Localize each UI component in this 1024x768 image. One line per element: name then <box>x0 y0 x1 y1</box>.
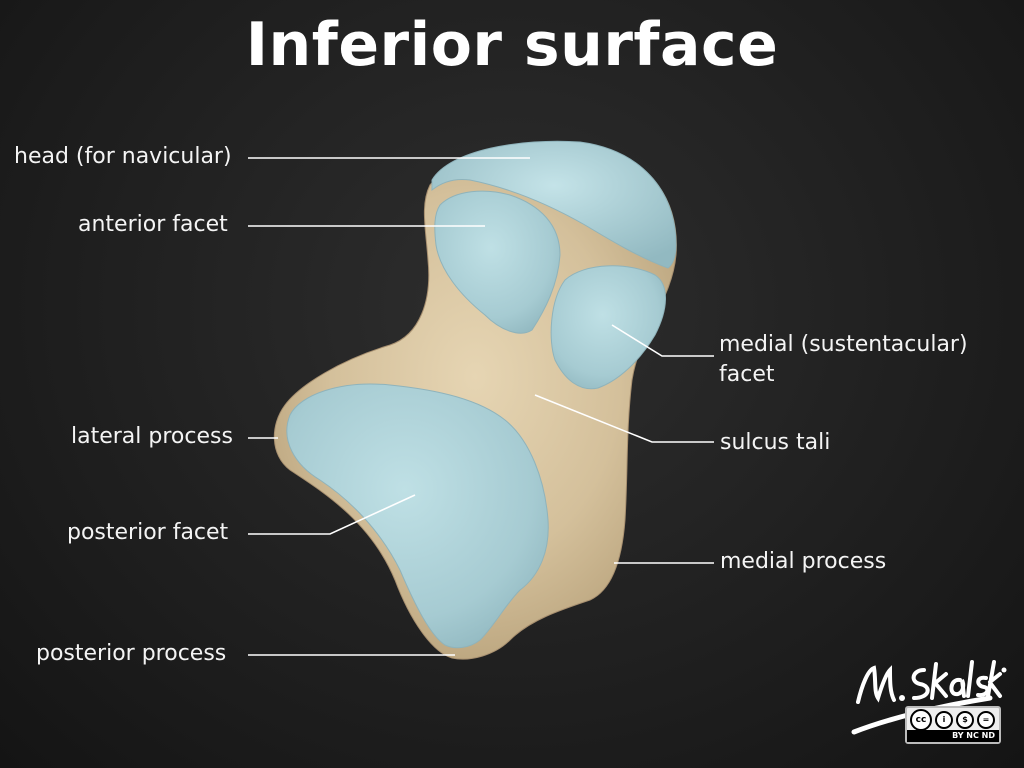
license-text: BY NC ND <box>907 730 999 742</box>
posterior-facet-cartilage <box>286 383 549 649</box>
by-icon: i <box>935 711 953 729</box>
label-medial-facet-line2: facet <box>719 362 775 387</box>
label-head: head (for navicular) <box>14 144 232 169</box>
head-cartilage <box>431 140 677 269</box>
label-medial-process: medial process <box>720 549 887 574</box>
leader-lines <box>248 157 714 656</box>
page-title: Inferior surface <box>245 10 779 80</box>
label-anterior-facet: anterior facet <box>78 212 228 237</box>
leader-medial-facet <box>611 324 714 357</box>
label-medial-facet-line1: medial (sustentacular) <box>719 332 968 357</box>
label-lateral-process: lateral process <box>71 424 233 449</box>
leader-posterior-facet <box>248 494 416 535</box>
license-badge: cc i $ = BY NC ND <box>905 706 1001 744</box>
nd-icon: = <box>977 711 995 729</box>
license-icons: cc i $ = <box>910 709 996 731</box>
leader-sulcus-tali <box>534 394 714 443</box>
label-posterior-facet: posterior facet <box>67 520 229 545</box>
nc-icon: $ <box>956 711 974 729</box>
signature-logo <box>851 660 1007 735</box>
cc-icon: cc <box>910 709 932 731</box>
label-posterior-process: posterior process <box>36 641 227 666</box>
medial-facet-cartilage <box>550 265 666 390</box>
label-sulcus-tali: sulcus tali <box>720 430 831 455</box>
